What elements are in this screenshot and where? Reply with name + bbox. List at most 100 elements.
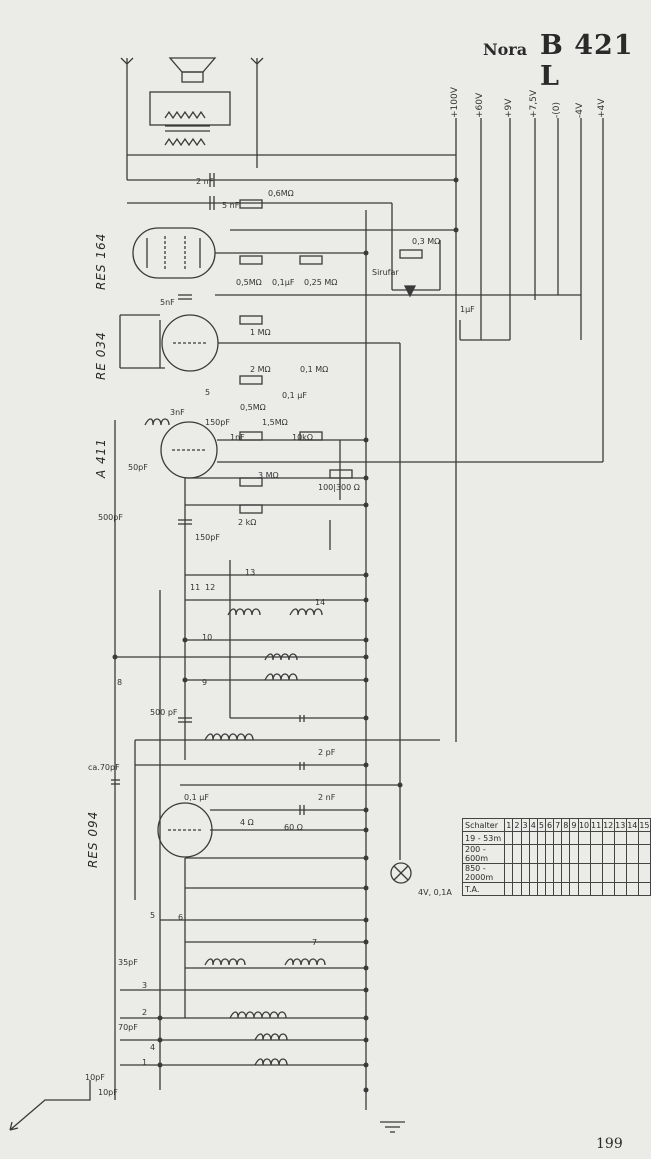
label-2MOhm: 2 MΩ bbox=[250, 365, 271, 374]
label-sw10: 10 bbox=[202, 633, 212, 642]
label-70pF: 70pF bbox=[118, 1023, 138, 1032]
switch-col-15: 15 bbox=[637, 818, 651, 832]
label-15MOhm: 1,5MΩ bbox=[262, 418, 288, 427]
label-10kOhm: 10kΩ bbox=[292, 433, 313, 442]
switch-cell bbox=[625, 844, 639, 864]
label-sw6: 6 bbox=[178, 913, 183, 922]
switch-cell bbox=[601, 882, 615, 896]
label-sw7: 7 bbox=[312, 938, 317, 947]
switch-col-2: 2 bbox=[512, 818, 522, 832]
switch-cell bbox=[589, 882, 603, 896]
label-4Ohm: 4 Ω bbox=[240, 818, 254, 827]
switch-cell bbox=[625, 863, 639, 883]
switch-col-14: 14 bbox=[625, 818, 639, 832]
switch-cell bbox=[637, 863, 651, 883]
label-05MOhm: 0,5MΩ bbox=[236, 278, 262, 287]
switch-cell bbox=[520, 844, 530, 864]
switch-cell bbox=[520, 831, 530, 845]
switch-cell bbox=[637, 882, 651, 896]
tube-label-res094: RES 094 bbox=[86, 810, 100, 868]
label-sw3: 3 bbox=[142, 981, 147, 990]
switch-cell bbox=[544, 844, 555, 864]
switch-cell bbox=[577, 882, 591, 896]
switch-col-10: 10 bbox=[577, 818, 591, 832]
switch-table-row: T.A. bbox=[461, 882, 651, 896]
label-05MOhm-b: 0,5MΩ bbox=[240, 403, 266, 412]
label-35pF: 35pF bbox=[118, 958, 138, 967]
label-3MOhm: 3 MΩ bbox=[258, 471, 279, 480]
label-2kOhm: 2 kΩ bbox=[238, 518, 256, 527]
label-lamp: 4V, 0,1A bbox=[418, 888, 452, 897]
switch-cell bbox=[553, 831, 563, 845]
label-50pF: 50pF bbox=[128, 463, 148, 472]
label-150pF: 150pF bbox=[205, 418, 230, 427]
label-sw8: 8 bbox=[117, 678, 122, 687]
label-10pF-a: 10pF bbox=[85, 1073, 105, 1082]
switch-cell bbox=[561, 831, 571, 845]
label-3nF: 3nF bbox=[170, 408, 185, 417]
switch-cell bbox=[504, 844, 514, 864]
page-number: 199 bbox=[596, 1136, 623, 1152]
switch-col-8: 8 bbox=[561, 818, 571, 832]
rail-label-100v: +100V bbox=[450, 87, 460, 118]
label-ca70pF: ca.70pF bbox=[88, 763, 120, 772]
label-06MOhm: 0,6MΩ bbox=[268, 189, 294, 198]
switch-col-9: 9 bbox=[569, 818, 579, 832]
switch-cell bbox=[512, 863, 522, 883]
switch-cell bbox=[569, 882, 579, 896]
label-sw12: 12 bbox=[205, 583, 215, 592]
label-500pF-b: 500 pF bbox=[150, 708, 178, 717]
switch-col-3: 3 bbox=[520, 818, 530, 832]
antenna-input-icon bbox=[9, 1080, 91, 1131]
rail-label-7v5: +7,5V bbox=[529, 89, 539, 118]
component-labels: 2 nF 5 nF 0,6MΩ 0,3 MΩ Sirufar 1μF 5nF 0… bbox=[85, 177, 475, 1097]
label-01uF-c: 0,1 μF bbox=[184, 793, 209, 802]
switch-col-5: 5 bbox=[536, 818, 546, 832]
rail-label-0: -(0) bbox=[552, 102, 562, 118]
ground-icon bbox=[380, 1121, 405, 1133]
switch-cell bbox=[536, 844, 546, 864]
switch-cell bbox=[553, 882, 563, 896]
label-2pF: 2 pF bbox=[318, 748, 336, 757]
switch-col-7: 7 bbox=[553, 818, 563, 832]
switch-col-11: 11 bbox=[589, 818, 603, 832]
switch-table-row: 19 - 53m bbox=[461, 831, 651, 845]
switch-cell bbox=[544, 831, 555, 845]
switch-cell bbox=[601, 863, 615, 883]
switch-cell bbox=[536, 882, 546, 896]
label-60Ohm: 60 Ω bbox=[284, 823, 303, 832]
label-01uF-b: 0,1 μF bbox=[282, 391, 307, 400]
switch-row-label: 850 - 2000m bbox=[461, 863, 506, 883]
switch-cell bbox=[536, 831, 546, 845]
switch-cell bbox=[544, 882, 555, 896]
tube-label-a411: A 411 bbox=[94, 438, 108, 478]
brand-name: Nora bbox=[483, 40, 528, 59]
switch-cell bbox=[512, 831, 522, 845]
switch-cell bbox=[589, 831, 603, 845]
label-sw9: 9 bbox=[202, 678, 207, 687]
switch-cell bbox=[601, 844, 615, 864]
switch-cell bbox=[528, 863, 538, 883]
switch-cell bbox=[577, 831, 591, 845]
label-5: 5 bbox=[205, 388, 210, 397]
speaker-icon bbox=[168, 57, 217, 83]
switch-cell bbox=[553, 844, 563, 864]
switch-cell bbox=[589, 844, 603, 864]
switch-cell bbox=[569, 863, 579, 883]
switch-cell bbox=[528, 831, 538, 845]
switch-row-label: 200 - 600m bbox=[461, 844, 506, 864]
label-1nF: 1nF bbox=[230, 433, 245, 442]
switch-col-0: Schalter bbox=[461, 818, 506, 832]
label-1MOhm: 1 MΩ bbox=[250, 328, 271, 337]
switch-cell bbox=[520, 882, 530, 896]
tube-label-res164: RES 164 bbox=[94, 232, 108, 290]
switch-cell bbox=[528, 882, 538, 896]
switch-cell bbox=[613, 831, 627, 845]
switch-cell bbox=[528, 844, 538, 864]
switch-col-13: 13 bbox=[613, 818, 627, 832]
switch-cell bbox=[553, 863, 563, 883]
switch-cell bbox=[589, 863, 603, 883]
